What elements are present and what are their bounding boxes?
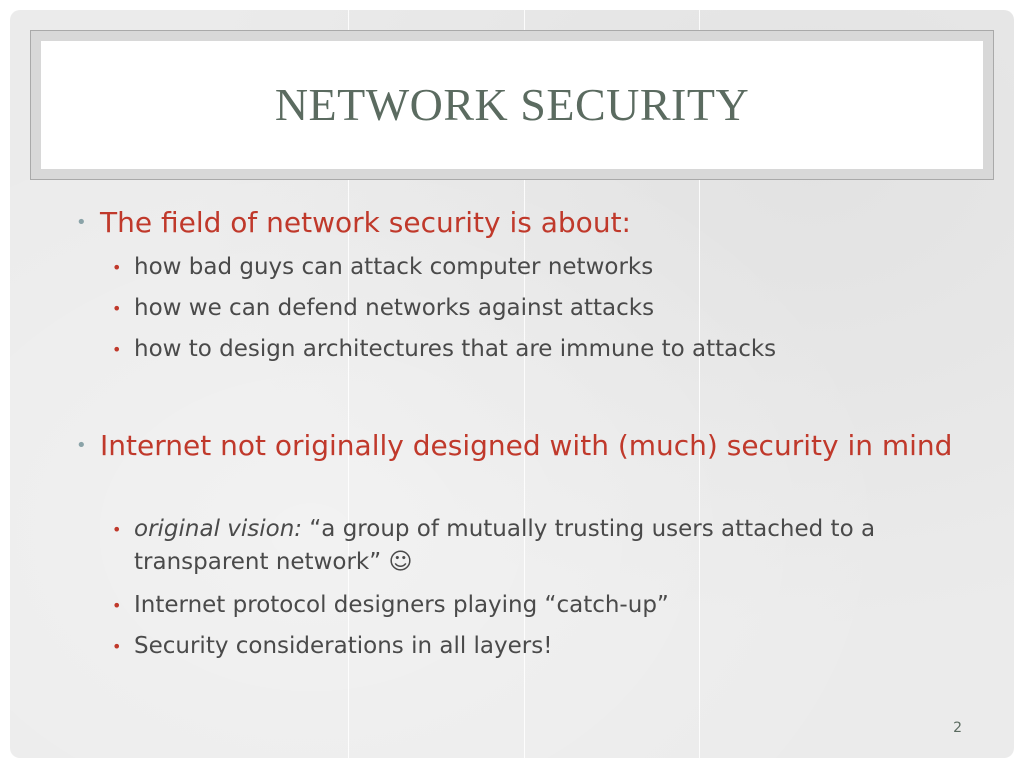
bullet-level2: • how we can defend networks against att… xyxy=(112,292,954,325)
bullet-text: how we can defend networks against attac… xyxy=(134,295,655,321)
slide: NETWORK SECURITY • The field of network … xyxy=(10,10,1014,758)
background-line xyxy=(699,10,700,758)
bullet-icon: • xyxy=(76,435,87,456)
title-box: NETWORK SECURITY xyxy=(41,41,983,169)
bullet-text: Internet not originally designed with (m… xyxy=(100,429,953,462)
bullet-icon: • xyxy=(112,299,122,318)
bullet-text: Security considerations in all layers! xyxy=(134,633,553,659)
bullet-level2: • Internet protocol designers playing “c… xyxy=(112,589,954,622)
bullet-icon: • xyxy=(112,340,122,359)
emphasis-text: original vision: xyxy=(134,516,303,542)
bullet-text: Internet protocol designers playing “cat… xyxy=(134,592,669,618)
bullet-icon: • xyxy=(112,596,122,615)
background-line xyxy=(348,10,349,758)
bullet-text: “a group of mutually trusting users atta… xyxy=(134,516,876,575)
bullet-icon: • xyxy=(76,212,87,233)
background-line xyxy=(524,10,525,758)
bullet-level2: • how to design architectures that are i… xyxy=(112,333,954,366)
bullet-level2: • original vision: “a group of mutually … xyxy=(112,513,954,579)
bullet-level2: • how bad guys can attack computer netwo… xyxy=(112,251,954,284)
bullet-text: how bad guys can attack computer network… xyxy=(134,254,654,280)
bullet-text: how to design architectures that are imm… xyxy=(134,336,777,362)
bullet-icon: • xyxy=(112,637,122,656)
bullet-level1: • The field of network security is about… xyxy=(76,204,970,242)
slide-content: • The field of network security is about… xyxy=(10,10,1014,758)
bullet-icon: • xyxy=(112,258,122,277)
bullet-level1: • Internet not originally designed with … xyxy=(76,427,970,465)
page-number: 2 xyxy=(953,720,962,736)
bullet-level2: • Security considerations in all layers! xyxy=(112,630,954,663)
slide-title: NETWORK SECURITY xyxy=(274,79,750,130)
bullet-text: The field of network security is about: xyxy=(100,206,631,239)
title-frame: NETWORK SECURITY xyxy=(30,30,994,180)
bullet-icon: • xyxy=(112,520,122,539)
